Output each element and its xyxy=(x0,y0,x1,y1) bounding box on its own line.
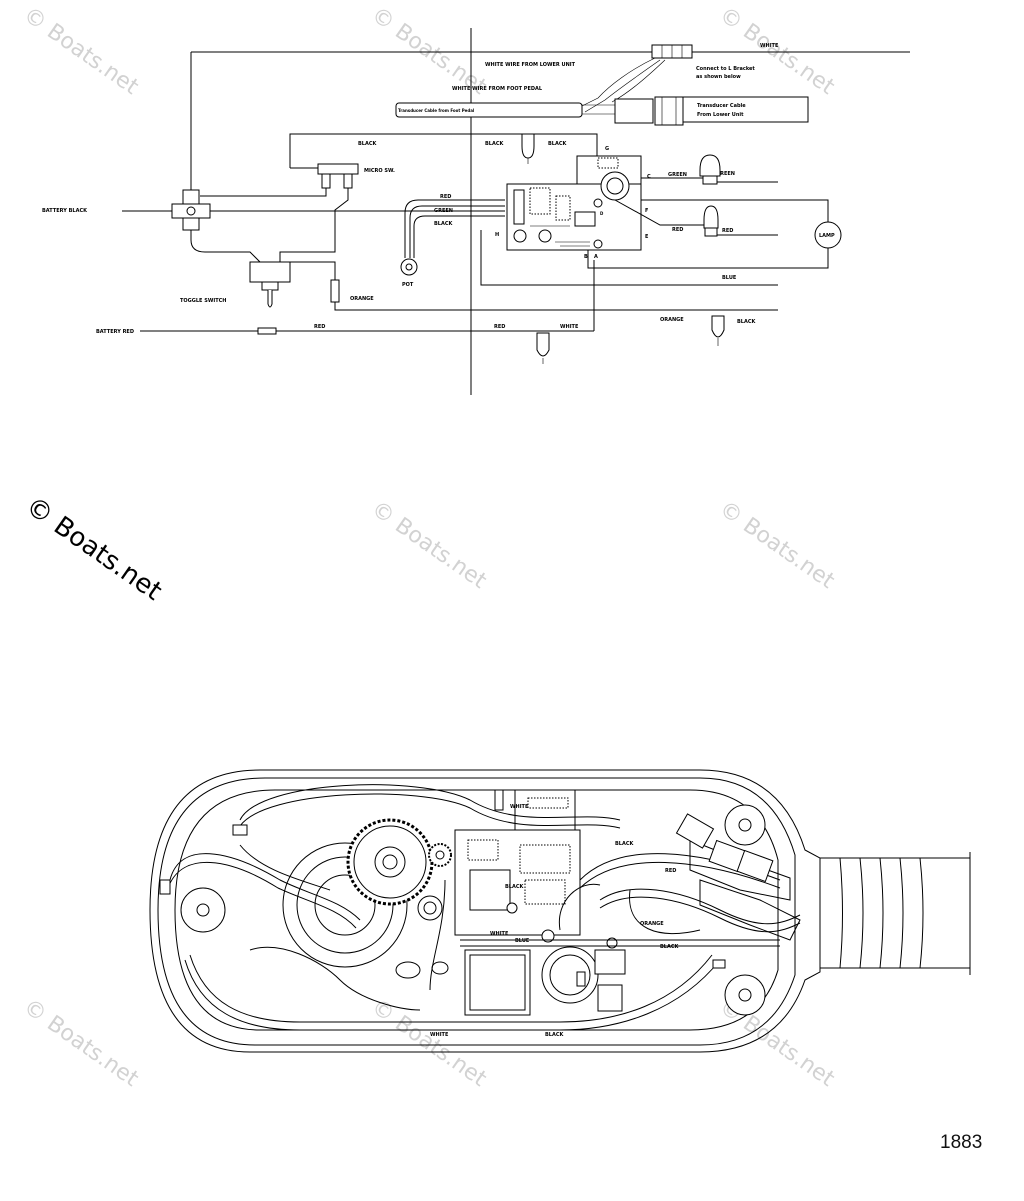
housing-label-black-3: BLACK xyxy=(660,944,680,950)
terminal-d: D xyxy=(600,211,604,216)
resistor xyxy=(395,961,421,979)
terminal-g: G xyxy=(605,146,609,152)
housing-label-orange-1: ORANGE xyxy=(640,921,664,927)
label-black-right: BLACK xyxy=(737,319,757,325)
label-battery-red: BATTERY RED xyxy=(96,329,134,335)
watermark: © Boats.net xyxy=(367,496,492,594)
terminal-e: E xyxy=(645,234,649,240)
mounting-boss xyxy=(417,895,443,921)
toggle-switch xyxy=(249,261,291,283)
label-green-right-1: GREEN xyxy=(668,172,687,178)
label-blue: BLUE xyxy=(722,275,737,281)
label-black-mid-2: BLACK xyxy=(548,141,568,147)
gear xyxy=(346,818,434,906)
label-lamp: LAMP xyxy=(819,233,835,239)
label-transducer-cable: Transducer Cable xyxy=(697,103,746,109)
wire-nut xyxy=(536,332,550,357)
label-red-1: RED xyxy=(314,324,325,330)
relay-block xyxy=(464,949,531,1016)
label-white-bottom: WHITE xyxy=(560,324,579,330)
label-toggle-switch: TOGGLE SWITCH xyxy=(180,298,226,304)
label-battery-black: BATTERY BLACK xyxy=(42,208,88,214)
terminal-h: H xyxy=(495,232,499,238)
label-green-board: GREEN xyxy=(434,208,453,214)
mounting-boss xyxy=(180,887,226,933)
watermark: © Boats.net xyxy=(715,496,840,594)
wire-nut xyxy=(521,133,535,159)
wiring-schematic: WHITE WHITE WIRE FROM LOWER UNIT WHITE W… xyxy=(42,28,910,395)
label-red-board: RED xyxy=(440,194,451,200)
terminal-a: A xyxy=(594,254,598,260)
figure-number: 1883 xyxy=(940,1132,983,1153)
small-gear xyxy=(428,843,452,867)
terminal-f: F xyxy=(645,208,648,214)
terminal-b: B xyxy=(584,254,588,260)
housing-label-white-2: WHITE xyxy=(510,804,529,810)
label-from-lower-unit: From Lower Unit xyxy=(697,112,744,118)
label-transducer-foot-pedal: Transducer Cable from Foot Pedal xyxy=(398,108,475,113)
wire-nut xyxy=(711,315,725,338)
micro-switch xyxy=(317,163,359,175)
watermark: © Boats.net xyxy=(715,2,840,100)
watermark: © Boats.net xyxy=(19,994,144,1092)
label-white-foot-pedal: WHITE WIRE FROM FOOT PEDAL xyxy=(452,86,543,92)
motor-housing-illustration: BLACK BLACK BLACK BLACK WHITE WHITE WHIT… xyxy=(149,769,971,1053)
mounting-boss xyxy=(724,974,766,1016)
watermark-main: © Boats.net xyxy=(20,491,167,607)
label-black-board: BLACK xyxy=(434,221,454,227)
housing-label-black-4: BLACK xyxy=(545,1032,565,1038)
housing-label-black-2: BLACK xyxy=(615,841,635,847)
label-red-2: RED xyxy=(494,324,505,330)
watermark: © Boats.net xyxy=(19,2,144,100)
housing-label-white-1: WHITE xyxy=(490,931,509,937)
terminal-c: C xyxy=(647,174,651,180)
label-orange-right: ORANGE xyxy=(660,317,684,323)
housing-label-white-3: WHITE xyxy=(430,1032,449,1038)
transducer-plug xyxy=(614,98,654,124)
label-green-right-2: GREEN xyxy=(716,171,735,177)
mounting-boss xyxy=(724,804,766,846)
label-pot: POT xyxy=(402,282,414,288)
shaft-tube xyxy=(819,857,971,969)
label-red-right-1: RED xyxy=(672,227,683,233)
housing-label-black-1: BLACK xyxy=(505,884,525,890)
label-micro-switch: MICRO SW. xyxy=(364,168,395,174)
label-white-lower-unit: WHITE WIRE FROM LOWER UNIT xyxy=(485,62,576,68)
label-as-shown-below: as shown below xyxy=(696,74,741,80)
label-white-top: WHITE xyxy=(760,43,779,49)
label-orange-left: ORANGE xyxy=(350,296,374,302)
control-board xyxy=(506,155,642,251)
label-black-mid-1: BLACK xyxy=(485,141,505,147)
label-connect-l-bracket: Connect to L Bracket xyxy=(696,66,755,72)
housing-label-red-1: RED xyxy=(665,868,676,874)
housing-label-blue-1: BLUE xyxy=(515,938,530,944)
circuit-board xyxy=(454,789,581,936)
label-black-left: BLACK xyxy=(358,141,378,147)
label-red-right-2: RED xyxy=(722,228,733,234)
